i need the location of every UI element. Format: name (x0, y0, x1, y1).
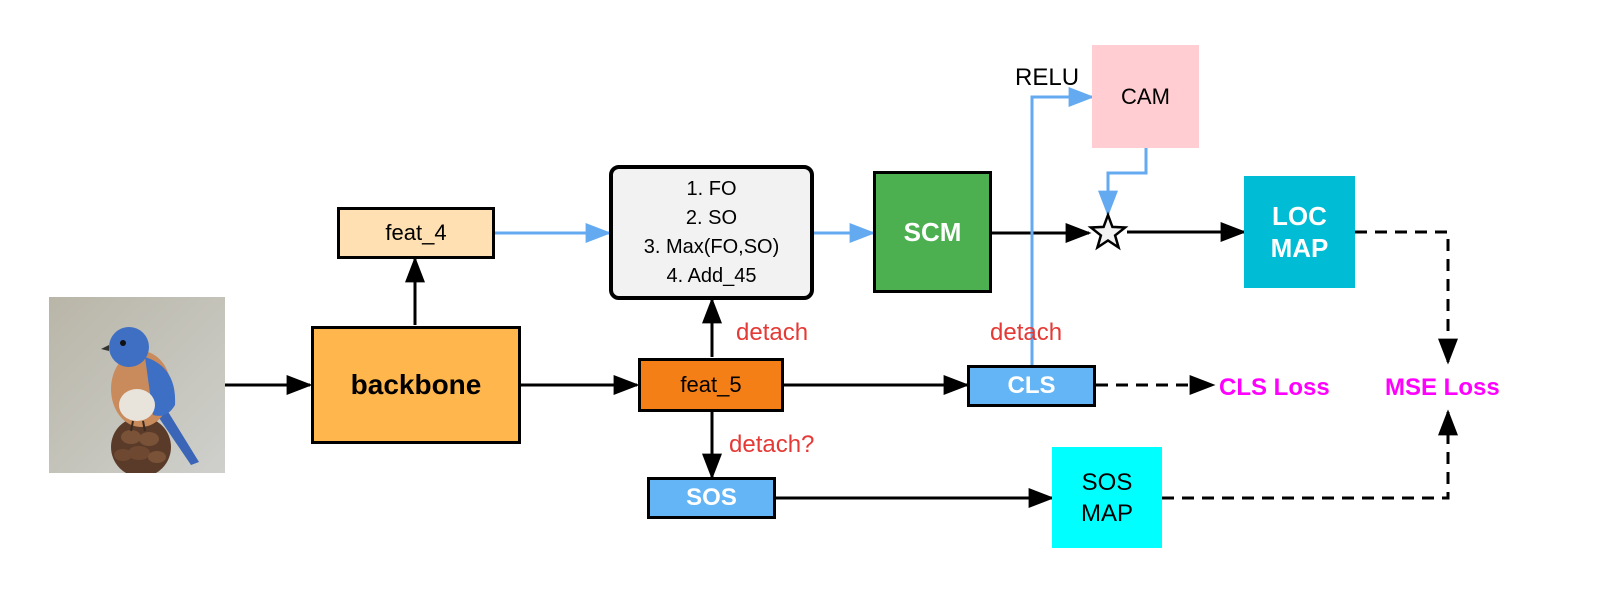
scm-box: SCM (873, 171, 992, 293)
feat4-box: feat_4 (337, 207, 495, 259)
cls-box: CLS (967, 365, 1096, 407)
cls-loss-label: CLS Loss (1219, 374, 1330, 401)
feat4-label: feat_4 (385, 220, 447, 245)
backbone-label: backbone (350, 369, 482, 400)
detach-label-feat5: detach (736, 319, 809, 346)
edge-locmap-mseloss (1355, 230, 1458, 365)
fusion-options-box: 1. FO 2. SO 3. Max(FO,SO) 4. Add_45 (609, 165, 814, 300)
cam-label: CAM (1121, 83, 1170, 109)
star-multiply-icon (1087, 211, 1129, 251)
scm-label: SCM (903, 216, 962, 247)
edge-sosmap-mseloss (1162, 409, 1458, 500)
edge-cls-cam (1030, 87, 1095, 365)
sosmap-box: SOS MAP (1052, 447, 1162, 548)
mse-loss-label: MSE Loss (1385, 374, 1500, 401)
detach-label-sos: detach? (729, 431, 815, 458)
sosmap-label-line2: MAP (1080, 499, 1133, 527)
fusion-option-2: 2. SO (685, 206, 738, 229)
cls-label: CLS (1007, 372, 1056, 399)
backbone-box: backbone (311, 326, 521, 444)
locmap-label-line1: LOC (1272, 201, 1327, 231)
feat5-box: feat_5 (638, 358, 784, 412)
fusion-option-3: 3. Max(FO,SO) (643, 235, 780, 258)
fusion-option-1: 1. FO (686, 177, 737, 200)
cam-box: CAM (1092, 45, 1199, 148)
relu-label: RELU (1015, 64, 1080, 91)
locmap-box: LOC MAP (1244, 176, 1355, 288)
sosmap-label-line1: SOS (1081, 468, 1133, 496)
detach-label-cls: detach (990, 319, 1063, 346)
edge-cam-star (1098, 148, 1148, 217)
input-bird-image (49, 297, 225, 473)
fusion-option-4: 4. Add_45 (666, 264, 757, 287)
feat5-label: feat_5 (680, 372, 742, 397)
sos-label: SOS (686, 484, 737, 511)
locmap-label-line2: MAP (1270, 233, 1329, 263)
sos-box: SOS (647, 477, 776, 519)
